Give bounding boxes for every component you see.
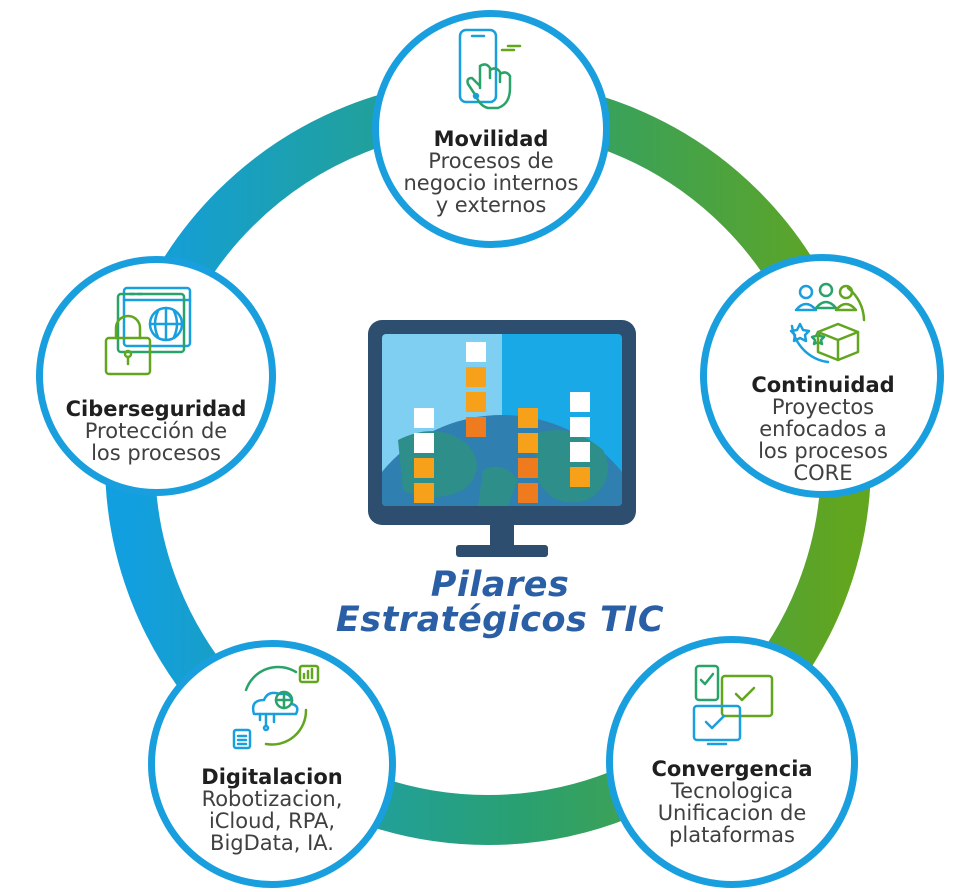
pillar-line: Protección de bbox=[84, 419, 228, 444]
pillar-line: Procesos de bbox=[428, 149, 554, 174]
pillar-title-movilidad: Movilidad bbox=[433, 127, 549, 151]
pillar-line: Unificacion de bbox=[657, 801, 807, 826]
pillar-line: iCloud, RPA, bbox=[208, 809, 336, 834]
pillar-text-continuidad: Continuidad Proyectos enfocados a los pr… bbox=[710, 374, 936, 484]
pillar-title-digitalacion: Digitalacion bbox=[201, 765, 343, 789]
pillar-node-movilidad bbox=[372, 10, 610, 248]
pillar-text-convergencia: Convergencia Tecnologica Unificacion de … bbox=[616, 758, 848, 846]
smartphone-touch-icon bbox=[458, 28, 522, 110]
pillar-line: los procesos bbox=[758, 439, 888, 464]
pillar-line: y externos bbox=[435, 193, 547, 218]
lock-globe-icon bbox=[104, 286, 192, 376]
pillar-line: CORE bbox=[793, 461, 853, 486]
pillar-title-convergencia: Convergencia bbox=[651, 757, 813, 781]
pillar-node-digitalacion bbox=[148, 640, 396, 888]
pillar-text-digitalacion: Digitalacion Robotizacion, iCloud, RPA, … bbox=[158, 766, 386, 854]
pillar-title-ciberseguridad: Ciberseguridad bbox=[65, 397, 247, 421]
computers-check-icon bbox=[692, 664, 774, 746]
cloud-digital-icon bbox=[232, 664, 320, 750]
pillar-line: plataformas bbox=[669, 823, 795, 848]
pillar-line: Proyectos bbox=[771, 395, 875, 420]
pillar-line: Robotizacion, bbox=[201, 787, 343, 812]
pillar-line: Tecnologica bbox=[670, 779, 794, 804]
pillar-text-movilidad: Movilidad Procesos de negocio internos y… bbox=[380, 128, 602, 216]
pillar-text-ciberseguridad: Ciberseguridad Protección de los proceso… bbox=[44, 398, 268, 464]
pillar-node-convergencia bbox=[606, 636, 858, 888]
team-network-icon bbox=[789, 282, 866, 364]
diagram-title: Pilares Estratégicos TIC bbox=[330, 568, 670, 638]
pillar-line: negocio internos bbox=[403, 171, 579, 196]
pillar-line: BigData, IA. bbox=[210, 831, 334, 856]
title-line-2: Estratégicos TIC bbox=[335, 600, 665, 640]
title-line-1: Pilares bbox=[430, 565, 570, 605]
pillar-line: enfocados a bbox=[759, 417, 887, 442]
pillar-title-continuidad: Continuidad bbox=[751, 373, 895, 397]
monitor-globe-icon bbox=[368, 320, 636, 557]
pillar-node-ciberseguridad bbox=[36, 256, 276, 496]
pillar-line: los procesos bbox=[91, 441, 221, 466]
